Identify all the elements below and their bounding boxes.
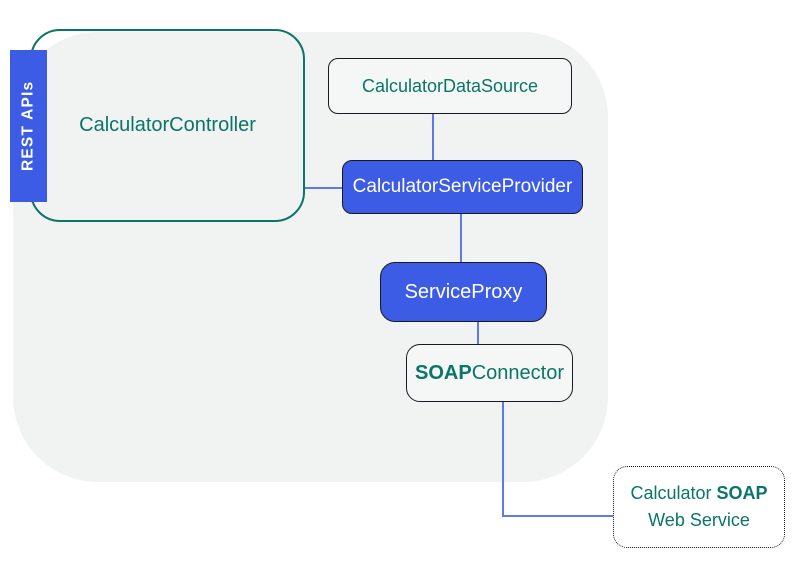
node-calculator-datasource: CalculatorDataSource [328,58,572,114]
soap-service-word1: Calculator [630,483,712,503]
soap-connector-label-bold: SOAP [415,361,472,384]
rest-apis-tag: REST APIs [10,50,47,202]
service-proxy-label: ServiceProxy [404,280,523,303]
rest-apis-label: REST APIs [19,80,37,172]
soap-service-label-line2: Web Service [648,510,750,530]
soap-connector-label: SOAPConnector [415,362,564,385]
calculator-service-provider-label: CalculatorServiceProvider [352,176,573,197]
node-soap-connector: SOAPConnector [406,344,573,402]
calculator-datasource-label: CalculatorDataSource [361,75,539,96]
connector-proxy-to-soapconnector [477,321,479,345]
connector-soapconnector-to-service-vertical [502,401,504,517]
node-calculator-service-provider: CalculatorServiceProvider [342,160,583,214]
connector-datasource-to-provider [432,113,434,161]
node-calculator-controller: CalculatorController [30,29,305,222]
connector-provider-to-proxy [460,213,462,263]
connector-soapconnector-to-service-horizontal [502,515,613,517]
node-service-proxy: ServiceProxy [380,262,547,322]
soap-service-word2: SOAP [716,483,768,503]
soap-connector-label-rest: Connector [471,361,564,384]
connector-controller-to-provider [303,187,343,189]
calculator-controller-label: CalculatorController [79,114,256,136]
